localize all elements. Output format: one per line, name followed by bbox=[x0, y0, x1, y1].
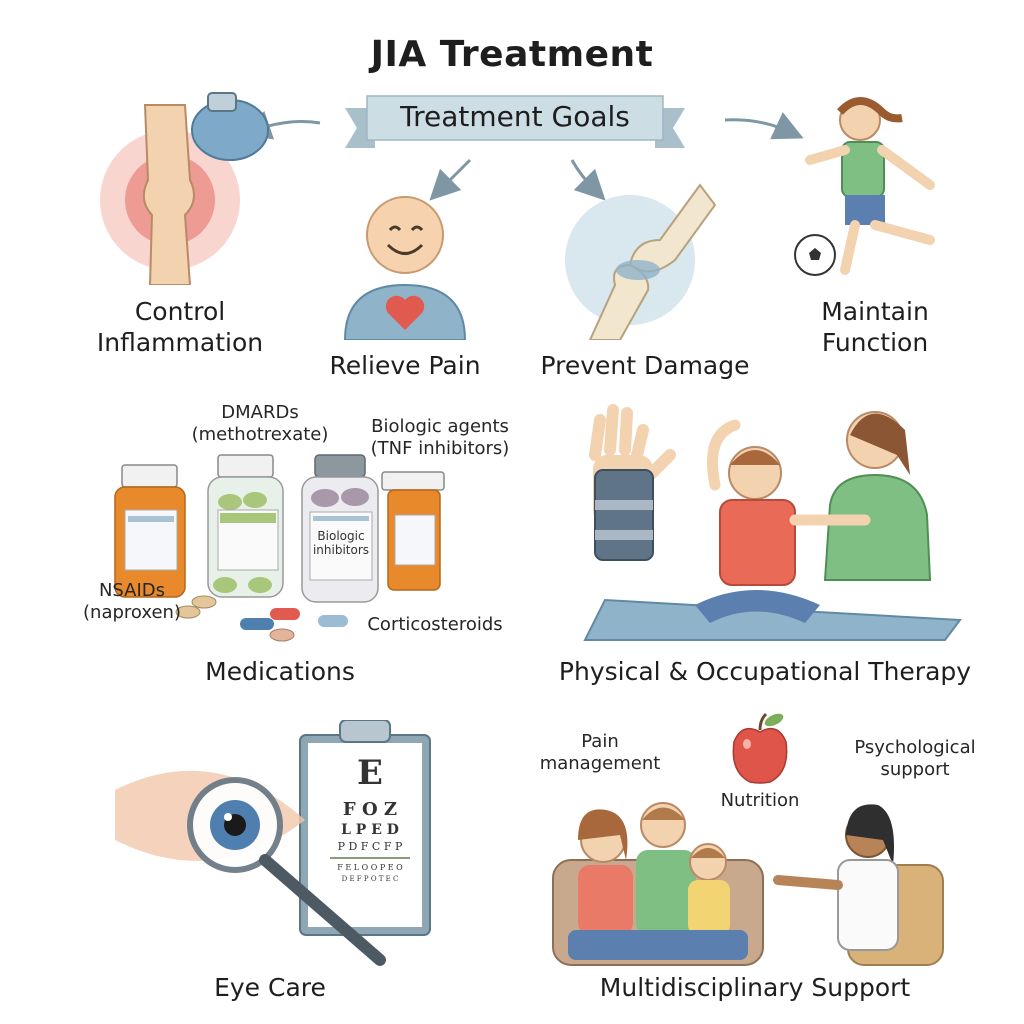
goal-maintain-function: Maintain Function bbox=[821, 297, 929, 357]
smiling-person-icon bbox=[343, 196, 467, 340]
inflamed-knee-icon bbox=[100, 92, 269, 285]
biologic-bottle-label: Biologic inhibitors bbox=[312, 529, 370, 557]
goal-prevent-damage: Prevent Damage bbox=[540, 351, 750, 380]
nutrition-label: Nutrition bbox=[720, 790, 800, 811]
multidisciplinary-support-title: Multidisciplinary Support bbox=[599, 973, 911, 1002]
family-with-counselor-icon bbox=[552, 802, 944, 966]
nsaids-label: NSAIDs (naproxen) bbox=[83, 580, 181, 623]
page-title: JIA Treatment bbox=[370, 34, 654, 75]
biologic-agents-label: Biologic agents (TNF inhibitors) bbox=[370, 416, 510, 459]
corticosteroids-label: Corticosteroids bbox=[367, 614, 503, 635]
eye-chart: E F O Z L P E D P D F C F P F E L O O P … bbox=[320, 755, 420, 885]
medications-title: Medications bbox=[205, 657, 355, 686]
pain-management-label: Pain management bbox=[539, 731, 661, 774]
eye-care-title: Eye Care bbox=[214, 973, 326, 1002]
psychological-support-label: Psychological support bbox=[854, 737, 976, 780]
eye-magnifier-icon bbox=[115, 720, 431, 966]
healthy-joint-icon bbox=[565, 183, 717, 340]
medication-bottles-icon bbox=[114, 454, 445, 642]
therapy-illustration-icon bbox=[583, 404, 962, 641]
goal-relieve-pain: Relieve Pain bbox=[329, 351, 481, 380]
therapy-title: Physical & Occupational Therapy bbox=[558, 657, 972, 686]
ribbon-banner-icon bbox=[345, 95, 685, 148]
goal-control-inflammation: Control Inflammation bbox=[96, 297, 264, 357]
treatment-goals-banner: Treatment Goals bbox=[400, 100, 630, 133]
child-soccer-icon bbox=[794, 97, 935, 276]
apple-icon bbox=[732, 712, 788, 784]
dmards-label: DMARDs (methotrexate) bbox=[191, 402, 329, 445]
